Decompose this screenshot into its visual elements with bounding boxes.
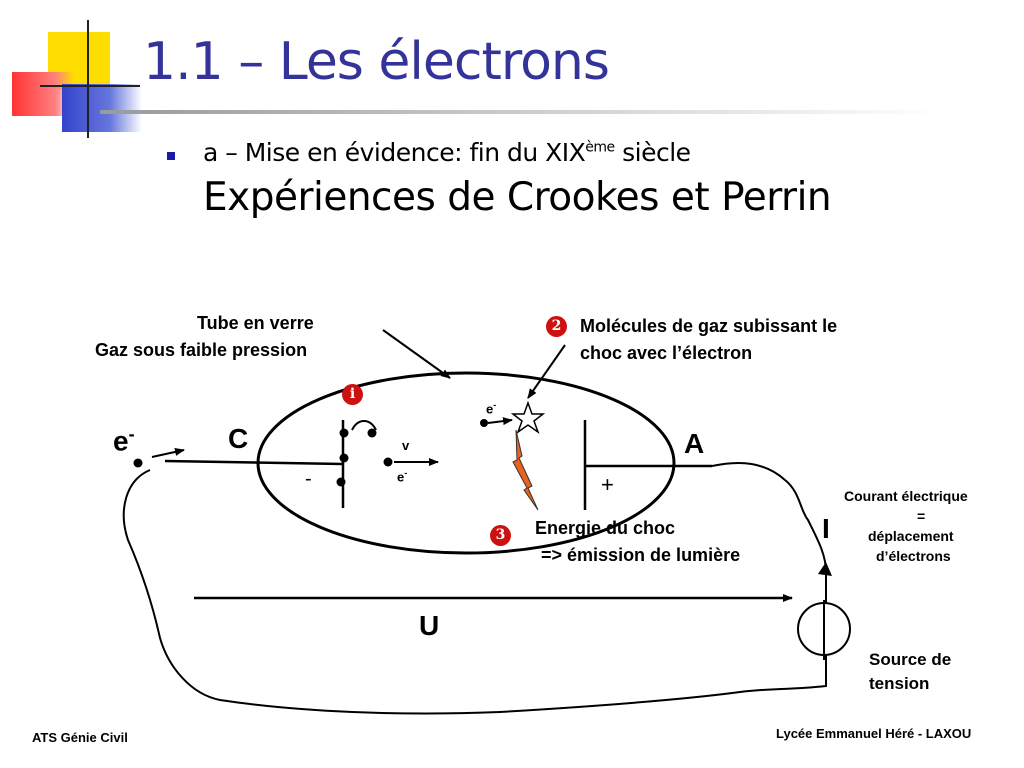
bullet-prefix: a – Mise en évidence: fin du XIX <box>203 138 586 167</box>
tube-label-line1: Tube en verre <box>197 313 314 333</box>
source-label-line1: Source de <box>869 650 952 669</box>
molecules-label-line2: choc avec l’électron <box>580 343 753 363</box>
electron-arrow <box>151 448 185 458</box>
current-arrow-icon <box>818 562 832 576</box>
marker-3-icon: 3 <box>490 525 511 546</box>
page-title: 1.1 – Les électrons <box>143 32 610 92</box>
electron-dot <box>480 419 488 427</box>
molecule-pointer-line <box>527 344 566 399</box>
bullet-square-icon <box>167 152 175 160</box>
electron-outside-label: e- <box>113 424 135 457</box>
electron-collision-label: e- <box>486 400 497 417</box>
marker-1-icon: i <box>342 384 363 405</box>
circuit-wire <box>122 461 827 715</box>
energy-label-line2: => émission de lumière <box>541 545 741 565</box>
source-label-line2: tension <box>869 674 930 693</box>
electron-dot <box>339 428 349 438</box>
light-emission-lightning-icon <box>512 429 539 511</box>
marker-2-icon: 2 <box>546 316 567 337</box>
current-symbol: I <box>822 513 830 544</box>
cathode-wire <box>164 459 344 466</box>
current-desc-line4: d’électrons <box>876 548 951 564</box>
tube-label-line2: Gaz sous faible pression <box>95 340 308 360</box>
electron-inside-label: e- <box>397 468 408 485</box>
bullet-suffix: siècle <box>614 138 691 167</box>
electron-dot <box>336 477 346 487</box>
tube-pointer-line <box>382 329 451 379</box>
current-desc-line3: déplacement <box>868 528 954 544</box>
velocity-label: v <box>402 438 410 453</box>
deco-horizontal-line <box>40 85 140 87</box>
current-desc-line2: = <box>917 508 926 524</box>
title-underline <box>100 110 940 114</box>
deco-vertical-line <box>87 20 89 138</box>
deco-blue-square <box>62 84 142 132</box>
current-desc-line1: Courant électrique <box>844 488 968 504</box>
electron-dot <box>339 453 349 463</box>
anode-label: A <box>684 428 705 459</box>
footer-left: ATS Génie Civil <box>32 730 128 745</box>
minus-sign: - <box>305 468 312 490</box>
electron-dot <box>383 457 393 467</box>
molecules-label-line1: Molécules de gaz subissant le <box>580 316 838 336</box>
footer-right: Lycée Emmanuel Héré - LAXOU <box>776 726 972 741</box>
cathode-label: C <box>228 423 249 454</box>
emission-curve-arrow <box>351 420 377 431</box>
gas-molecule-star-icon <box>510 400 546 434</box>
voltage-label: U <box>419 610 440 641</box>
bullet-text: a – Mise en évidence: fin du XIXème sièc… <box>203 138 691 167</box>
electron-dot <box>133 458 143 468</box>
plus-sign: + <box>601 472 614 497</box>
electron-dot <box>367 428 377 438</box>
bullet-superscript: ème <box>585 139 615 156</box>
subtitle: Expériences de Crookes et Perrin <box>203 175 832 220</box>
collision-arrow <box>487 417 513 426</box>
energy-label-line1: Energie du choc <box>535 518 676 538</box>
